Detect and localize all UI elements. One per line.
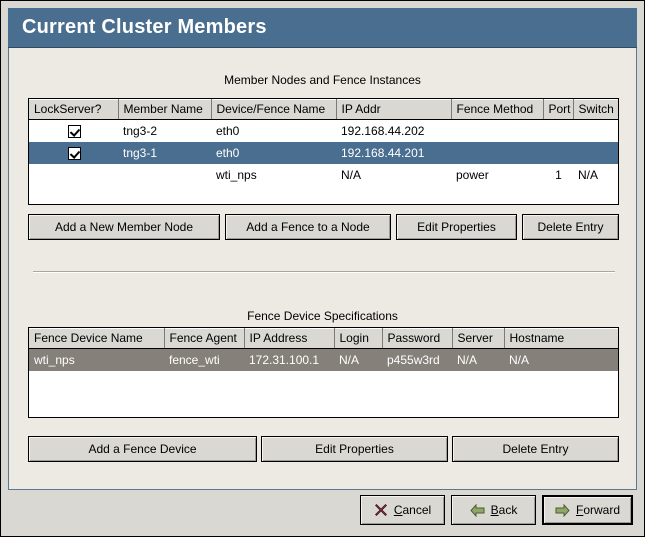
column-header-port[interactable]: Port: [543, 99, 574, 120]
cell-fence-agent: fence_wti: [164, 348, 244, 371]
members-delete-entry-button[interactable]: Delete Entry: [522, 214, 619, 240]
cell-fence-device-name: wti_nps: [29, 348, 164, 371]
column-header-device-fence-name[interactable]: Device/Fence Name: [211, 99, 337, 120]
fence-edit-properties-button[interactable]: Edit Properties: [261, 436, 448, 462]
back-button-label: Back: [491, 503, 518, 517]
cell-port: [543, 119, 573, 142]
cell-switch: [573, 141, 618, 164]
forward-suffix: orward: [583, 503, 621, 517]
page-title: Current Cluster Members: [22, 16, 267, 38]
arrow-right-icon: [555, 503, 570, 517]
column-header-member-name[interactable]: Member Name: [118, 99, 212, 120]
titlebar: Current Cluster Members: [8, 8, 637, 48]
members-table-header-row: LockServer? Member Name Device/Fence Nam…: [29, 99, 618, 120]
dialog-window-inner: Current Cluster Members Member Nodes and…: [7, 7, 638, 530]
members-edit-properties-button[interactable]: Edit Properties: [396, 214, 517, 240]
cancel-mnemonic: C: [393, 503, 403, 517]
section-divider: [33, 271, 615, 273]
cell-ip-addr: 192.168.44.202: [336, 119, 451, 142]
cell-fence-method: [451, 119, 543, 142]
column-header-fence-agent[interactable]: Fence Agent: [164, 328, 245, 349]
fence-delete-entry-button[interactable]: Delete Entry: [452, 436, 619, 462]
back-mnemonic: B: [490, 503, 499, 517]
table-row[interactable]: wti_nps fence_wti 172.31.100.1 N/A p455w…: [29, 348, 618, 371]
forward-button-label: Forward: [576, 503, 620, 517]
table-row[interactable]: tng3-2 eth0 192.168.44.202: [29, 119, 618, 142]
cell-device-fence-name: wti_nps: [211, 163, 336, 186]
cell-password: p455w3rd: [382, 348, 452, 371]
fence-table-header-row: Fence Device Name Fence Agent IP Address…: [29, 328, 618, 349]
members-table: LockServer? Member Name Device/Fence Nam…: [29, 99, 618, 186]
dialog-action-bar: Cancel Back Forward: [8, 491, 637, 529]
cell-fence-method: [451, 141, 543, 164]
column-header-ip-address[interactable]: IP Address: [244, 328, 335, 349]
column-header-ip-addr[interactable]: IP Addr: [336, 99, 452, 120]
cell-port: 1: [543, 163, 573, 186]
cell-login: N/A: [334, 348, 382, 371]
cell-lockserver[interactable]: [29, 119, 118, 142]
cell-lockserver: [29, 163, 118, 186]
lockserver-checkbox[interactable]: [67, 124, 81, 138]
column-header-fence-method[interactable]: Fence Method: [451, 99, 544, 120]
add-new-member-node-button[interactable]: Add a New Member Node: [28, 214, 220, 240]
table-row[interactable]: tng3-1 eth0 192.168.44.201: [29, 141, 618, 164]
column-header-login[interactable]: Login: [334, 328, 383, 349]
forward-button[interactable]: Forward: [542, 495, 633, 525]
cell-device-fence-name: eth0: [211, 119, 336, 142]
cell-member-name: tng3-1: [118, 141, 211, 164]
column-header-password[interactable]: Password: [382, 328, 453, 349]
cell-ip-addr: 192.168.44.201: [336, 141, 451, 164]
cell-member-name: tng3-2: [118, 119, 211, 142]
lockserver-checkbox[interactable]: [67, 146, 81, 160]
back-suffix: ack: [498, 503, 518, 517]
cancel-button[interactable]: Cancel: [360, 495, 445, 525]
back-button[interactable]: Back: [451, 495, 536, 525]
content-panel: Member Nodes and Fence Instances: [8, 48, 637, 490]
cell-device-fence-name: eth0: [211, 141, 336, 164]
add-fence-to-node-button[interactable]: Add a Fence to a Node: [225, 214, 391, 240]
cancel-x-icon: [374, 503, 388, 517]
cell-member-name: [118, 163, 211, 186]
column-header-lockserver[interactable]: LockServer?: [29, 99, 119, 120]
cell-lockserver[interactable]: [29, 141, 118, 164]
column-header-server[interactable]: Server: [452, 328, 505, 349]
cancel-button-label: Cancel: [394, 503, 431, 517]
arrow-left-icon: [469, 503, 485, 517]
column-header-hostname[interactable]: Hostname: [504, 328, 618, 349]
column-header-fence-device-name[interactable]: Fence Device Name: [29, 328, 165, 349]
cell-fence-method: power: [451, 163, 543, 186]
table-row[interactable]: wti_nps N/A power 1 N/A: [29, 163, 618, 186]
fence-table-frame: Fence Device Name Fence Agent IP Address…: [28, 327, 619, 418]
cell-server: N/A: [452, 348, 504, 371]
column-header-switch[interactable]: Switch: [573, 99, 618, 120]
fence-section-title: Fence Device Specifications: [247, 309, 398, 323]
cell-ip-address: 172.31.100.1: [244, 348, 334, 371]
cell-switch: N/A: [573, 163, 618, 186]
fence-table: Fence Device Name Fence Agent IP Address…: [29, 328, 618, 371]
cell-ip-addr: N/A: [336, 163, 451, 186]
members-table-frame: LockServer? Member Name Device/Fence Nam…: [28, 98, 619, 205]
forward-mnemonic: F: [575, 503, 584, 517]
cell-port: [543, 141, 573, 164]
members-section-title: Member Nodes and Fence Instances: [224, 73, 421, 87]
cell-switch: [573, 119, 618, 142]
add-fence-device-button[interactable]: Add a Fence Device: [28, 436, 257, 462]
cancel-suffix: ancel: [402, 503, 432, 517]
cell-hostname: N/A: [504, 348, 618, 371]
